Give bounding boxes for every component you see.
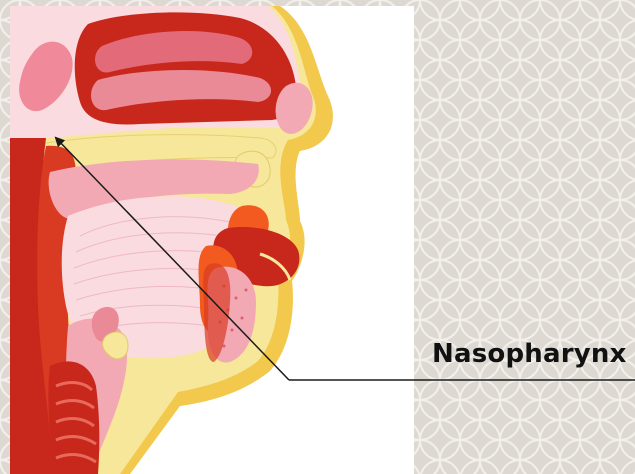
nasopharynx-label: Nasopharynx [432,339,627,369]
pointer-diagonal [56,138,289,380]
